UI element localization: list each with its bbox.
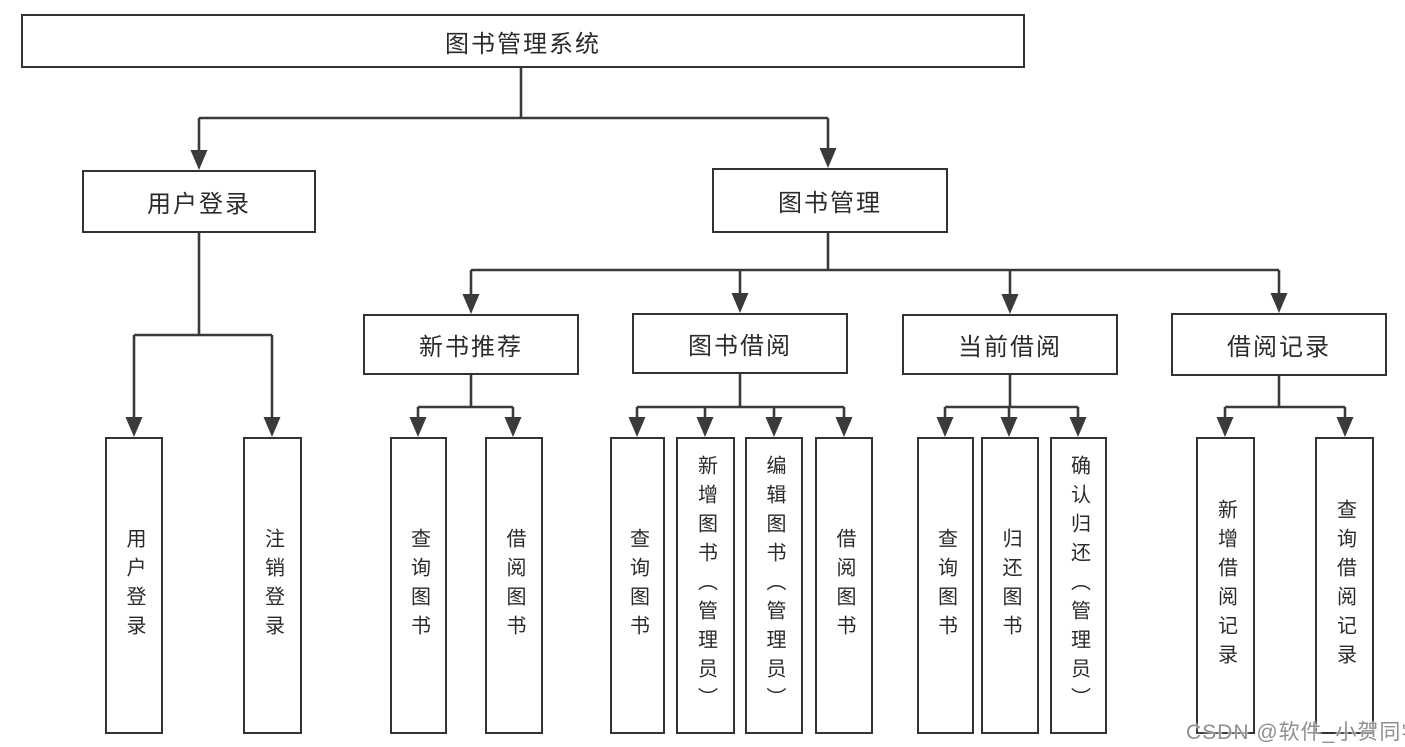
arrow-down-icon xyxy=(1001,294,1019,314)
arrow-down-icon xyxy=(263,417,281,437)
leaf-borrow-edit-admin: 编辑图书（管理员） xyxy=(745,437,803,734)
leaf-borrow-borrow: 借阅图书 xyxy=(815,437,873,734)
arrow-down-icon xyxy=(696,417,714,437)
arrow-down-icon xyxy=(1000,417,1018,437)
arrow-down-icon xyxy=(462,294,480,314)
arrow-down-icon xyxy=(504,417,522,437)
leaf-record-query: 查询借阅记录 xyxy=(1315,437,1374,734)
node-user-login: 用户登录 xyxy=(82,170,316,233)
node-book-borrow: 图书借阅 xyxy=(632,313,848,374)
arrow-down-icon xyxy=(819,148,837,168)
leaf-current-query: 查询图书 xyxy=(917,437,974,734)
arrow-down-icon xyxy=(1270,293,1288,313)
arrow-down-icon xyxy=(731,293,749,313)
arrow-down-icon xyxy=(1069,417,1087,437)
leaf-newbook-borrow: 借阅图书 xyxy=(485,437,543,734)
leaf-current-confirm-admin: 确认归还（管理员） xyxy=(1050,437,1107,734)
node-borrow-records: 借阅记录 xyxy=(1171,313,1387,376)
arrow-down-icon xyxy=(628,417,646,437)
arrow-down-icon xyxy=(1336,417,1354,437)
leaf-logout: 注销登录 xyxy=(243,437,302,734)
arrow-down-icon xyxy=(125,417,143,437)
arrow-down-icon xyxy=(409,417,427,437)
leaf-borrow-query: 查询图书 xyxy=(610,437,665,734)
arrow-down-icon xyxy=(835,417,853,437)
leaf-borrow-add-admin: 新增图书（管理员） xyxy=(676,437,735,734)
leaf-newbook-query: 查询图书 xyxy=(390,437,447,734)
leaf-current-return: 归还图书 xyxy=(981,437,1039,734)
leaf-user-login: 用户登录 xyxy=(105,437,163,734)
arrow-down-icon xyxy=(1216,417,1234,437)
arrow-down-icon xyxy=(190,150,208,170)
node-current-borrow: 当前借阅 xyxy=(902,314,1118,375)
leaf-record-add: 新增借阅记录 xyxy=(1196,437,1255,734)
csdn-watermark: CSDN @软件_小贺同学 xyxy=(1186,721,1405,744)
arrow-down-icon xyxy=(936,417,954,437)
node-root-system: 图书管理系统 xyxy=(21,14,1025,68)
arrow-down-icon xyxy=(765,417,783,437)
node-new-book-recommend: 新书推荐 xyxy=(363,314,579,375)
node-book-management: 图书管理 xyxy=(712,168,948,233)
